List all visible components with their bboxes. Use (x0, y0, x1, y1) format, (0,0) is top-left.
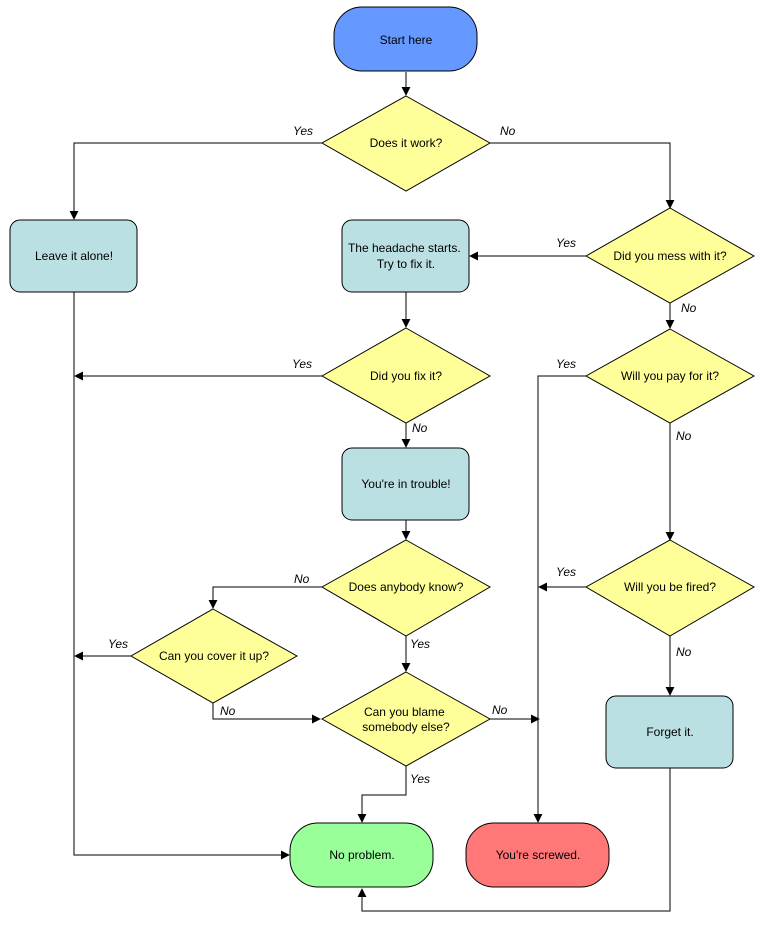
label-blame-no: No (492, 703, 508, 717)
label-blame-yes: Yes (410, 772, 430, 786)
svg-text:Can you cover it up?: Can you cover it up? (159, 649, 269, 663)
svg-text:Will you be fired?: Will you be fired? (624, 580, 716, 594)
svg-text:Did you fix it?: Did you fix it? (370, 369, 442, 383)
fix-it-label: Did you fix it? (370, 369, 442, 383)
blame-label-line1: Can you blame (364, 705, 445, 719)
svg-text:Forget it.: Forget it. (646, 725, 693, 739)
label-mess-yes: Yes (556, 236, 576, 250)
anybody-know-label: Does anybody know? (349, 580, 464, 594)
leave-it-alone-label: Leave it alone! (35, 249, 113, 263)
does-it-work-label: Does it work? (370, 136, 443, 150)
edge-forget-to-no-problem (357, 768, 671, 912)
edge-pay-yes (533, 375, 586, 823)
label-pay-yes: Yes (556, 357, 576, 371)
svg-text:You're screwed.: You're screwed. (496, 848, 581, 862)
svg-text:Leave it alone!: Leave it alone! (35, 249, 113, 263)
svg-text:Did you mess with it?: Did you mess with it? (613, 249, 727, 263)
edge-know-no (208, 586, 322, 609)
edge-works-yes (69, 142, 322, 220)
edge-labels: Yes No Yes No Yes No Yes No No Yes Yes N… (108, 124, 697, 786)
edge-cover-no (212, 703, 321, 724)
process-in-trouble: You're in trouble! (341, 447, 470, 521)
label-fix-yes: Yes (292, 357, 312, 371)
end-screwed: You're screwed. (465, 822, 610, 888)
forget-it-label: Forget it. (646, 725, 693, 739)
decision-mess-with-it: Did you mess with it? (584, 207, 756, 304)
label-cover-no: No (220, 704, 236, 718)
no-problem-label: No problem. (329, 848, 394, 862)
decision-be-fired: Will you be fired? (584, 539, 756, 637)
decision-pay-for-it: Will you pay for it? (584, 328, 756, 424)
decision-fix-it: Did you fix it? (320, 327, 492, 424)
label-mess-no: No (681, 301, 697, 315)
in-trouble-label: You're in trouble! (361, 477, 450, 491)
end-no-problem: No problem. (289, 822, 434, 888)
edge-works-no (490, 142, 675, 209)
label-know-yes: Yes (410, 637, 430, 651)
headache-label-line2: Try to fix it. (377, 257, 435, 271)
headache-label-line1: The headache starts. (348, 241, 461, 255)
svg-text:The headache starts. Try: The headache starts. Try to fix it. (348, 241, 464, 271)
start-label: Start here (380, 33, 433, 47)
decision-blame-somebody: Can you blame somebody else? (320, 671, 492, 767)
svg-text:Will you pay for it?: Will you pay for it? (621, 369, 719, 383)
decision-anybody-know: Does anybody know? (320, 539, 492, 637)
process-forget-it: Forget it. (605, 695, 734, 769)
start-node: Start here (333, 6, 478, 72)
edge-leave-to-no-problem (73, 292, 290, 860)
label-fired-yes: Yes (556, 565, 576, 579)
decision-does-it-work: Does it work? (320, 95, 492, 192)
svg-text:Does anybody know?: Does anybody know? (349, 580, 464, 594)
pay-for-it-label: Will you pay for it? (621, 369, 719, 383)
label-fired-no: No (676, 645, 692, 659)
connector-lines (69, 72, 675, 912)
mess-with-it-label: Did you mess with it? (613, 249, 727, 263)
decision-cover-it-up: Can you cover it up? (129, 608, 299, 704)
svg-text:Does it work?: Does it work? (370, 136, 443, 150)
label-fix-no: No (412, 421, 428, 435)
svg-text:You're in trouble!: You're in trouble! (361, 477, 450, 491)
label-pay-no: No (676, 429, 692, 443)
label-cover-yes: Yes (108, 637, 128, 651)
label-know-no: No (294, 572, 310, 586)
label-works-yes: Yes (293, 124, 313, 138)
be-fired-label: Will you be fired? (624, 580, 716, 594)
svg-text:Start here: Start here (380, 33, 433, 47)
screwed-label: You're screwed. (496, 848, 581, 862)
blame-label-line2: somebody else? (362, 720, 450, 734)
process-headache-starts: The headache starts. Try to fix it. (341, 219, 470, 293)
edge-blame-yes (357, 766, 407, 823)
svg-text:No problem.: No problem. (329, 848, 394, 862)
label-works-no: No (500, 124, 516, 138)
cover-it-up-label: Can you cover it up? (159, 649, 269, 663)
process-leave-it-alone: Leave it alone! (9, 219, 138, 293)
svg-text:Can you blame somebody e: Can you blame somebody else? (362, 705, 450, 734)
